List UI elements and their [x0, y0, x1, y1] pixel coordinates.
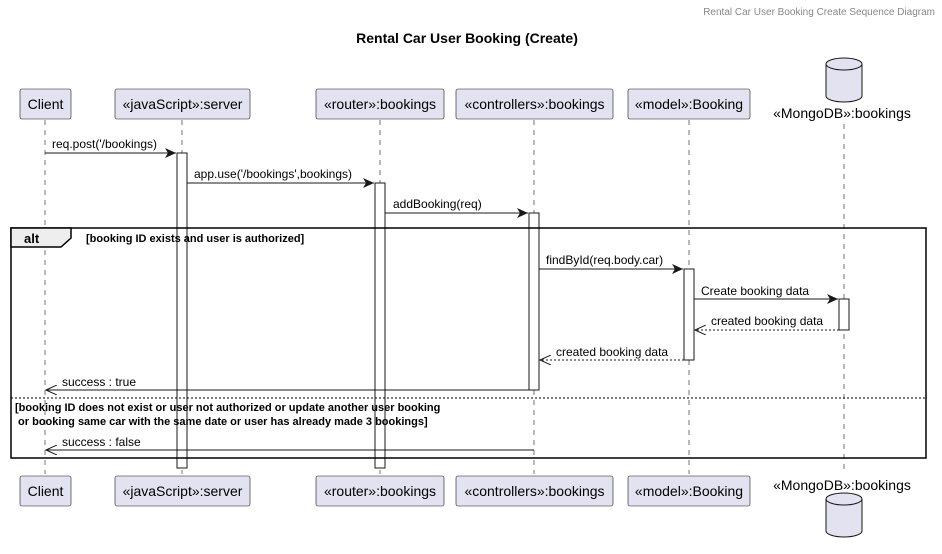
participant-label: «router»:bookings — [324, 483, 436, 499]
participant-server-bottom: «javaScript»:server — [114, 475, 251, 507]
message-label: addBooking(req) — [393, 197, 482, 211]
message-1: req.post('/bookings) — [45, 137, 176, 158]
fragment-guard-2-line-2: or booking same car with the same date o… — [15, 416, 428, 428]
participant-label: Client — [28, 483, 64, 499]
participant-client-bottom: Client — [19, 475, 72, 507]
participant-label: «MongoDB»:bookings — [773, 105, 911, 121]
participant-label: «model»:Booking — [635, 483, 743, 499]
participant-label: «javaScript»:server — [123, 96, 243, 112]
participant-model-bottom: «model»:Booking — [627, 475, 751, 507]
participant-mongodb-bottom: «MongoDB»:bookings — [773, 477, 911, 538]
diagram-title: Rental Car User Booking (Create) — [356, 30, 578, 46]
participant-mongodb-top: «MongoDB»:bookings — [773, 57, 911, 121]
participant-label: «router»:bookings — [324, 96, 436, 112]
fragment-guard-2-line-1: [booking ID does not exist or user not a… — [15, 402, 440, 414]
message-label: success : false — [62, 435, 141, 449]
alt-fragment: alt [booking ID exists and user is autho… — [10, 227, 927, 459]
activation-controllers — [528, 212, 540, 391]
message-label: Create booking data — [701, 284, 809, 298]
message-success-false: success : false — [46, 435, 534, 450]
message-3: addBooking(req) — [385, 197, 528, 218]
participant-controllers-top: «controllers»:bookings — [455, 88, 614, 120]
message-label: created booking data — [711, 314, 823, 328]
participant-label: «model»:Booking — [635, 96, 743, 112]
participant-server-top: «javaScript»:server — [114, 88, 251, 120]
activation-server — [176, 152, 188, 469]
fragment-keyword: alt — [24, 231, 40, 246]
participant-model-top: «model»:Booking — [627, 88, 751, 120]
return-message-2: created booking data — [540, 345, 684, 360]
message-label: success : true — [62, 375, 136, 389]
activation-router — [374, 182, 386, 469]
diagram-caption: Rental Car User Booking Create Sequence … — [703, 7, 935, 18]
message-success-true: success : true — [46, 375, 529, 390]
activation-mongodb — [838, 298, 850, 331]
message-5: Create booking data — [694, 284, 838, 304]
database-icon — [825, 492, 863, 538]
participant-label: «controllers»:bookings — [464, 96, 604, 112]
participant-router-top: «router»:bookings — [315, 88, 445, 120]
participant-client-top: Client — [19, 88, 72, 120]
message-label: created booking data — [556, 345, 668, 359]
message-4: findById(req.body.car) — [539, 253, 683, 274]
participant-label: Client — [28, 96, 64, 112]
message-label: findById(req.body.car) — [546, 253, 663, 267]
fragment-guard-1: [booking ID exists and user is authorize… — [86, 233, 305, 245]
participant-router-bottom: «router»:bookings — [315, 475, 445, 507]
participant-label: «controllers»:bookings — [464, 483, 604, 499]
message-label: app.use('/bookings',bookings) — [194, 167, 352, 181]
database-icon — [825, 57, 863, 103]
participant-controllers-bottom: «controllers»:bookings — [455, 475, 614, 507]
participant-label: «javaScript»:server — [123, 483, 243, 499]
activation-model — [683, 268, 695, 361]
message-2: app.use('/bookings',bookings) — [187, 167, 374, 188]
message-label: req.post('/bookings) — [52, 137, 157, 151]
participant-label: «MongoDB»:bookings — [773, 477, 911, 493]
return-message-1: created booking data — [695, 314, 839, 330]
